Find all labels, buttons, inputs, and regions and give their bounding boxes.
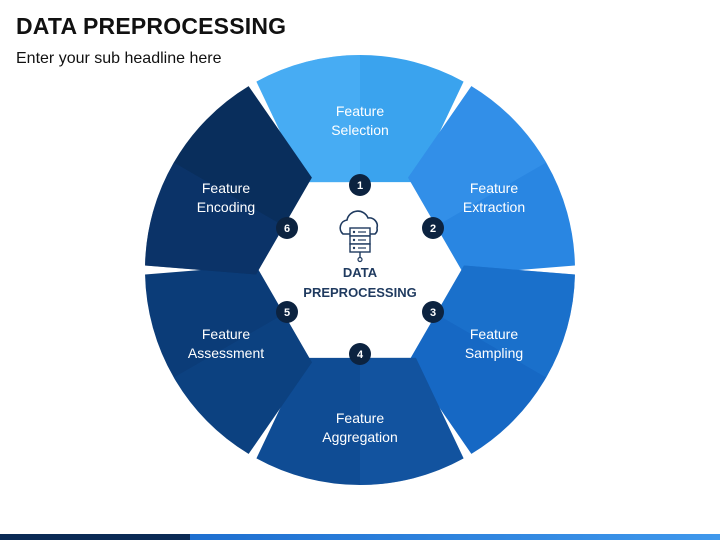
- segment-label-1-line1: Feature: [336, 103, 384, 119]
- segment-label-6-line2: Encoding: [197, 199, 255, 215]
- center-hub: DATA PREPROCESSING: [303, 210, 417, 300]
- segment-label-2-line2: Extraction: [463, 199, 525, 215]
- segment-facet-4: [360, 357, 464, 485]
- segment-label-2-line1: Feature: [470, 180, 518, 196]
- segment-label-5-line1: Feature: [202, 326, 250, 342]
- center-label-line1: DATA: [343, 265, 378, 280]
- segment-number-1: 1: [357, 180, 363, 192]
- page-title: DATA PREPROCESSING: [16, 13, 287, 39]
- segment-number-3: 3: [430, 307, 436, 319]
- segment-badge-2: [422, 217, 444, 239]
- segment-badge-3: [422, 301, 444, 323]
- cloud-server-icon: [339, 210, 379, 263]
- segment-facet-1: [256, 55, 360, 183]
- segment-label-5-line2: Assessment: [188, 345, 264, 361]
- center-label-line2: PREPROCESSING: [303, 285, 416, 300]
- segment-label-1-line2: Selection: [331, 122, 389, 138]
- segment-number-4: 4: [357, 349, 364, 361]
- segment-badge-1: [349, 174, 371, 196]
- segment-facet-6: [145, 162, 284, 275]
- segment-badge-4: [349, 343, 371, 365]
- segment-facet-2: [408, 86, 547, 227]
- segment-label-3-line1: Feature: [470, 326, 518, 342]
- segment-label-6-line1: Feature: [202, 180, 250, 196]
- segment-facet-5: [173, 313, 312, 454]
- segment-badge-6: [276, 217, 298, 239]
- page-subtitle: Enter your sub headline here: [16, 50, 222, 67]
- segment-number-5: 5: [284, 307, 290, 319]
- segment-label-3-line2: Sampling: [465, 345, 523, 361]
- segment-badge-5: [276, 301, 298, 323]
- segment-label-4-line1: Feature: [336, 410, 384, 426]
- segment-number-6: 6: [284, 223, 290, 235]
- segment-facet-3: [436, 265, 575, 378]
- segment-number-2: 2: [430, 223, 436, 235]
- bottom-accent-bar: [0, 534, 720, 540]
- segment-label-4-line2: Aggregation: [322, 429, 398, 445]
